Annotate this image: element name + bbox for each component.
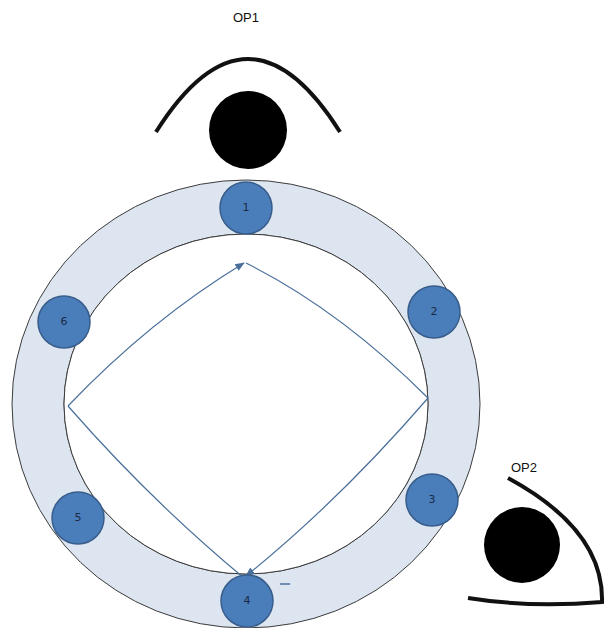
station-circle: 3 <box>405 473 459 527</box>
flow-line <box>68 406 244 578</box>
station-circle-fill <box>221 575 273 627</box>
ring-inner-edge <box>64 234 428 574</box>
station-circle: 4 <box>220 574 274 628</box>
station-circle-fill <box>220 182 272 234</box>
operator-head <box>209 91 287 169</box>
dash-mark <box>280 583 290 585</box>
ring-band <box>12 180 480 628</box>
operator-label: OP2 <box>511 460 537 475</box>
station-number: 6 <box>61 316 68 328</box>
station-number: 1 <box>243 202 250 214</box>
station-number: 2 <box>431 306 438 318</box>
station-circle: 6 <box>37 295 91 349</box>
operator-label: OP1 <box>233 10 259 25</box>
station-circle-fill <box>406 474 458 526</box>
flow-line <box>246 263 428 576</box>
station-circle-fill <box>408 286 460 338</box>
flow-line <box>68 263 244 406</box>
station-number: 3 <box>429 494 436 506</box>
operator-head <box>484 507 560 583</box>
operator-shoulders <box>468 478 602 604</box>
station-circle-fill <box>52 492 104 544</box>
station-circle-fill <box>38 296 90 348</box>
station-circle: 5 <box>51 491 105 545</box>
station-circle: 1 <box>219 181 273 235</box>
station-circle: 2 <box>407 285 461 339</box>
station-number: 4 <box>244 595 251 607</box>
station-number: 5 <box>75 512 82 524</box>
